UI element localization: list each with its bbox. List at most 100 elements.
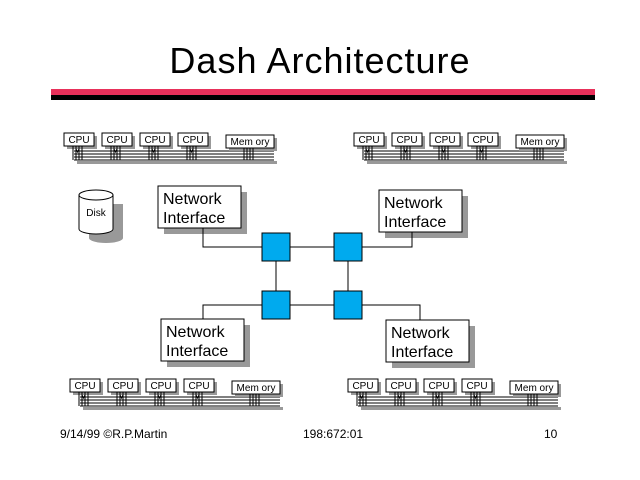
cpu-label: CPU xyxy=(396,135,417,146)
cpu-arrow xyxy=(75,148,80,154)
cpu-label: CPU xyxy=(106,135,127,146)
network-switch xyxy=(333,232,363,262)
cpu-box xyxy=(183,378,217,395)
network-interface-label: Interface xyxy=(384,214,446,231)
network-interface-box xyxy=(378,189,468,238)
disk-body xyxy=(78,195,114,235)
cpu-arrow xyxy=(113,148,118,154)
cpu-arrow xyxy=(157,394,162,400)
disk: Disk xyxy=(78,189,123,243)
bus-shadow xyxy=(361,407,561,410)
network-interface-label: Interface xyxy=(166,343,228,360)
cpu-arrow xyxy=(403,148,408,154)
cpu-arrow xyxy=(441,148,446,154)
cpu-box xyxy=(177,132,211,149)
footer-page-number: 10 xyxy=(544,427,558,441)
network-switch xyxy=(333,290,363,320)
cpu-label: CPU xyxy=(466,381,487,392)
cpu-box xyxy=(347,378,381,395)
cpu-label: CPU xyxy=(144,135,165,146)
cpu-arrow xyxy=(81,394,86,400)
interconnect-link xyxy=(202,304,262,319)
cpu-label: CPU xyxy=(390,381,411,392)
processor-cluster: CPU CPU CPU CPU Mem ory xyxy=(69,378,283,410)
interconnect-link xyxy=(362,232,413,248)
cpu-box xyxy=(353,132,387,149)
network-interface-label: Network xyxy=(384,195,444,212)
slide-title: Dash Architecture xyxy=(169,40,471,81)
disk-top xyxy=(78,189,114,201)
cpu-arrow xyxy=(397,394,402,400)
cpu-label: CPU xyxy=(434,135,455,146)
cpu-box xyxy=(429,132,463,149)
bus-shadow xyxy=(367,161,567,164)
memory-label: Mem ory xyxy=(515,383,554,394)
processor-cluster: CPU CPU CPU CPU Mem ory xyxy=(63,132,277,164)
cpu-label: CPU xyxy=(188,381,209,392)
bus-shadow xyxy=(83,407,283,410)
network-interface-label: Interface xyxy=(163,210,225,227)
title-rule-red xyxy=(51,89,595,95)
cpu-arrow xyxy=(195,394,200,400)
cpu-box xyxy=(63,132,97,149)
network-interface-label: Interface xyxy=(391,344,453,361)
title-rule-black xyxy=(51,95,595,100)
network-switch xyxy=(261,290,291,320)
cpu-arrow xyxy=(479,148,484,154)
cpu-arrow xyxy=(119,394,124,400)
network-interface-label: Network xyxy=(166,324,226,341)
network-interface-label: Network xyxy=(391,325,451,342)
cpu-label: CPU xyxy=(352,381,373,392)
cpu-arrow xyxy=(189,148,194,154)
cpu-arrow xyxy=(435,394,440,400)
cpu-label: CPU xyxy=(112,381,133,392)
disk-label: Disk xyxy=(86,208,106,219)
network-interface-label: Network xyxy=(163,191,223,208)
cpu-label: CPU xyxy=(182,135,203,146)
cpu-label: CPU xyxy=(358,135,379,146)
cpu-label: CPU xyxy=(74,381,95,392)
memory-box xyxy=(515,134,567,151)
memory-box xyxy=(231,380,283,397)
cpu-box xyxy=(139,132,173,149)
network-interface-box-box xyxy=(385,319,470,363)
processor-cluster: CPU CPU CPU CPU Mem ory xyxy=(347,378,561,410)
cpu-arrow xyxy=(365,148,370,154)
network-interface-box-box xyxy=(157,185,242,229)
cpu-label: CPU xyxy=(150,381,171,392)
cpu-arrow xyxy=(151,148,156,154)
cpu-label: CPU xyxy=(428,381,449,392)
interconnect-link xyxy=(362,304,421,320)
cpu-box xyxy=(107,378,141,395)
cpu-box xyxy=(145,378,179,395)
cpu-box xyxy=(467,132,501,149)
interconnect-link xyxy=(202,228,262,248)
network-interface-box-box xyxy=(160,318,245,362)
memory-label: Mem ory xyxy=(521,137,560,148)
footer-date-author: 9/14/99 ©R.P.Martin xyxy=(60,427,168,441)
network-interface-box xyxy=(157,185,247,234)
memory-label: Mem ory xyxy=(231,137,270,148)
cpu-box xyxy=(385,378,419,395)
memory-box xyxy=(225,134,277,151)
memory-label: Mem ory xyxy=(237,383,276,394)
bus-shadow xyxy=(77,161,277,164)
cpu-box xyxy=(391,132,425,149)
network-interface-box-box xyxy=(378,189,463,233)
cpu-arrow xyxy=(359,394,364,400)
network-switch xyxy=(261,232,291,262)
cpu-arrow xyxy=(473,394,478,400)
cpu-label: CPU xyxy=(472,135,493,146)
cpu-label: CPU xyxy=(68,135,89,146)
processor-cluster: CPU CPU CPU CPU Mem ory xyxy=(353,132,567,164)
network-interface-box xyxy=(385,319,475,368)
network-interface-box xyxy=(160,318,250,367)
footer-course: 198:672:01 xyxy=(303,427,364,441)
cpu-box xyxy=(69,378,103,395)
